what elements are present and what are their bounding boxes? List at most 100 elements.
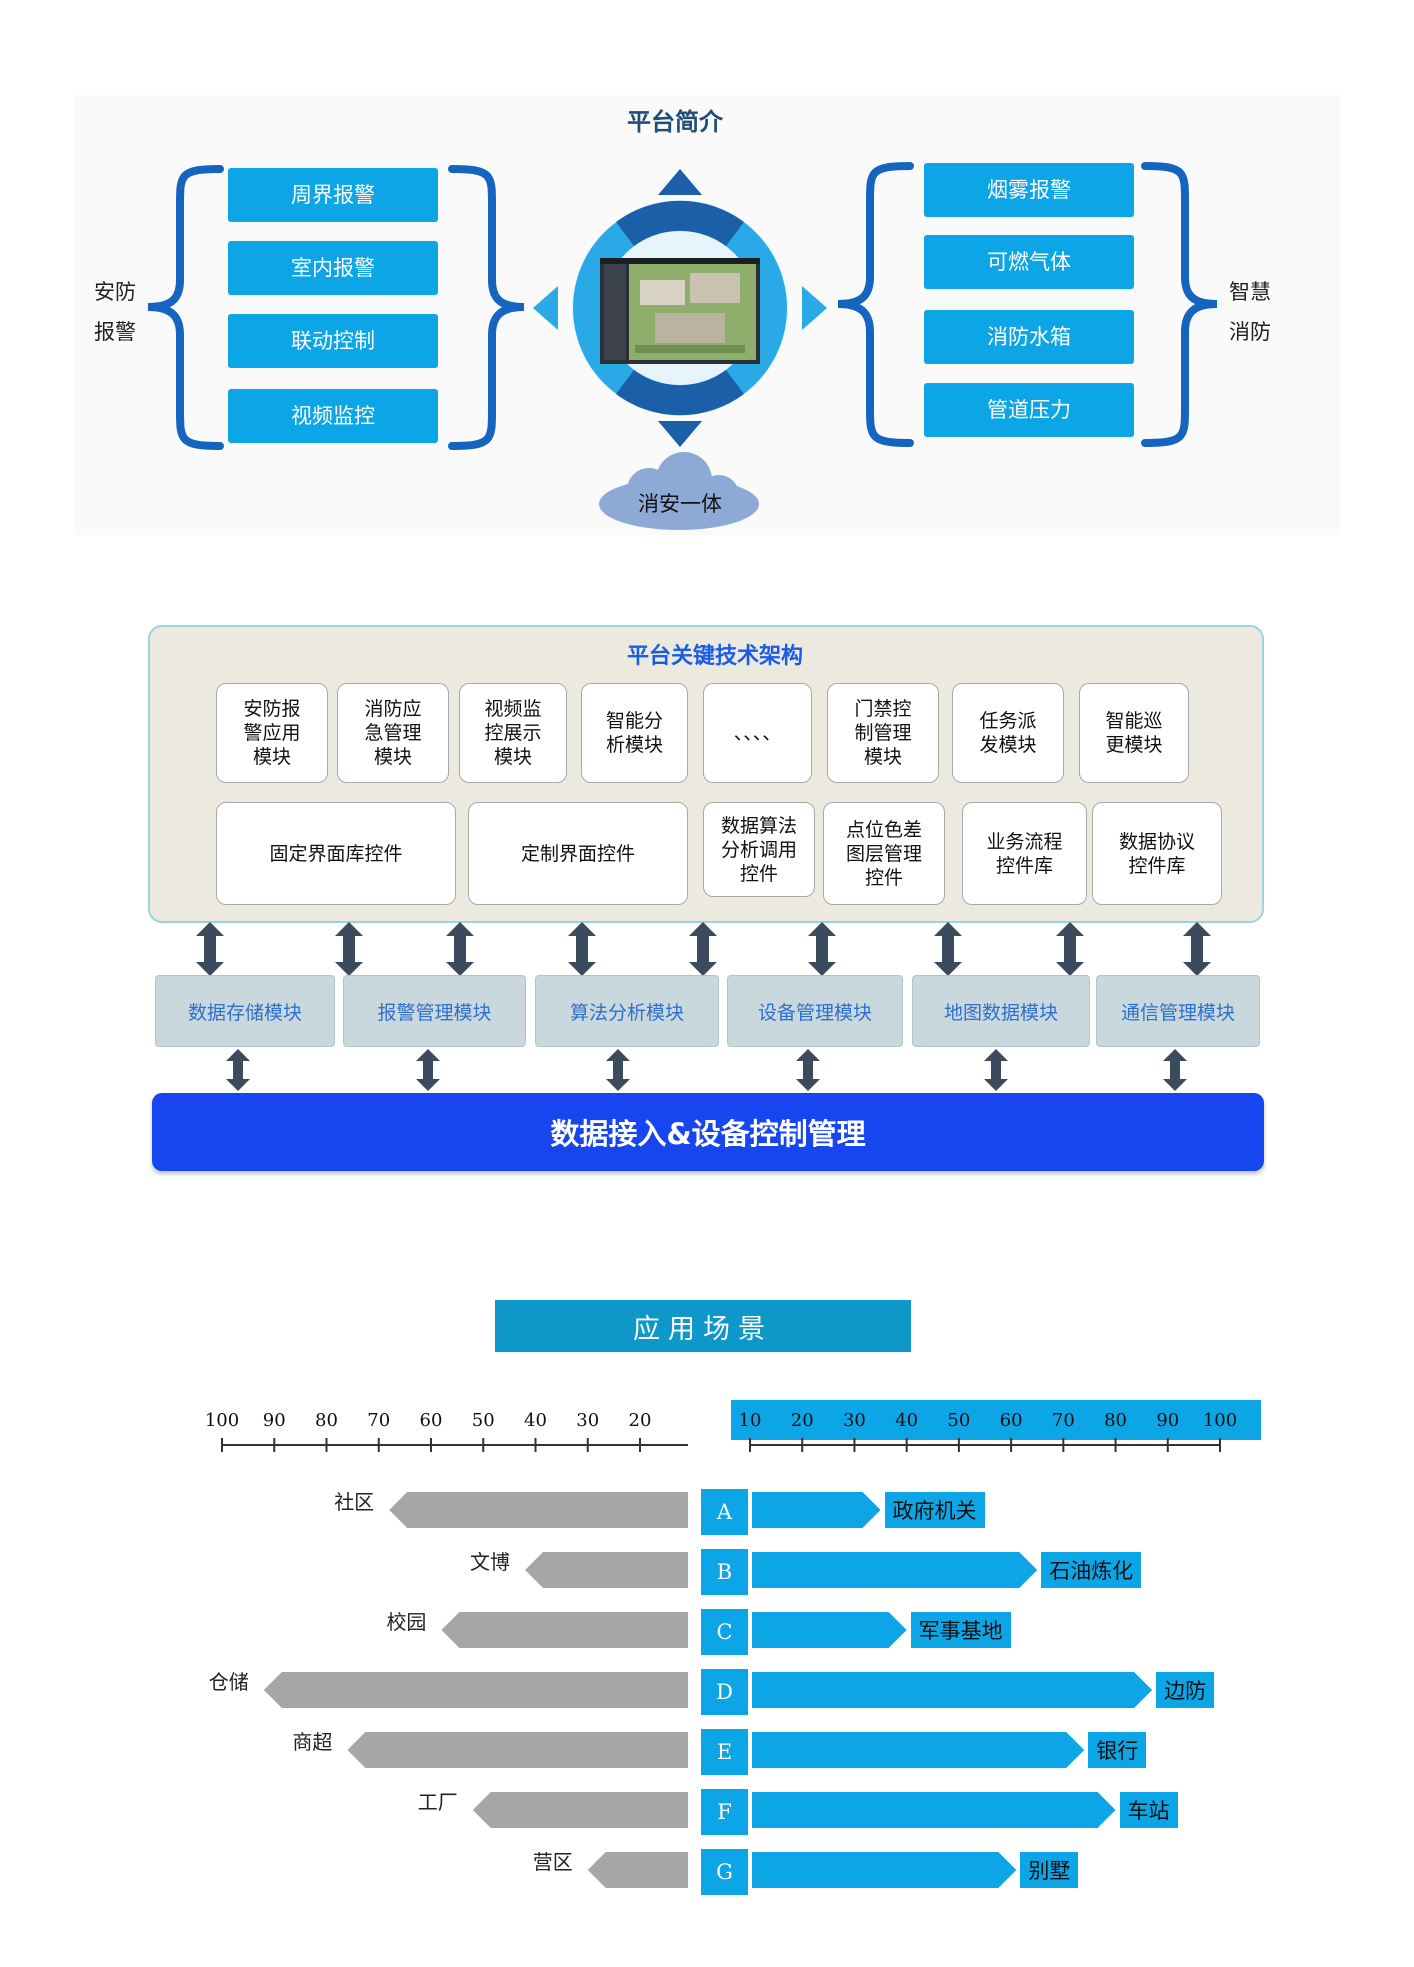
left-category-label: 工厂 xyxy=(417,1790,458,1814)
left-bar xyxy=(525,1552,688,1588)
left-category-label: 校园 xyxy=(386,1610,427,1634)
upper-double-arrows xyxy=(196,922,1211,976)
platform-screenshot-icon xyxy=(600,258,760,364)
cloud-label: 消安一体 xyxy=(638,492,722,516)
left-tick-label: 30 xyxy=(576,1410,600,1431)
right-bar-shape xyxy=(752,1552,1038,1588)
right-tick-label: 60 xyxy=(999,1410,1023,1431)
right-group-label: 智慧 消防 xyxy=(1215,272,1285,352)
central-ring-graphic xyxy=(533,169,827,447)
right-bar-shape xyxy=(752,1492,881,1528)
left-bar xyxy=(263,1672,688,1708)
left-close-brace-icon xyxy=(448,165,525,450)
right-bar xyxy=(752,1552,1038,1588)
right-close-brace-icon xyxy=(1141,162,1218,447)
left-item-perimeter-alarm: 周界报警 xyxy=(228,168,438,222)
left-group-label-line-2: 报警 xyxy=(94,320,136,344)
row-letter-box: G xyxy=(701,1849,748,1895)
module-algorithm-analysis: 算法分析模块 xyxy=(535,975,719,1047)
left-tick-label: 100 xyxy=(204,1410,240,1431)
right-group-label-line-2: 消防 xyxy=(1229,320,1271,344)
module-fire-emergency: 消防应 急管理 模块 xyxy=(337,683,449,783)
left-tick-label: 80 xyxy=(315,1410,338,1431)
right-bar xyxy=(752,1492,881,1528)
row-letter-box: C xyxy=(701,1609,748,1655)
left-tick-label: 40 xyxy=(524,1410,547,1431)
left-bar-shape xyxy=(263,1672,688,1708)
left-group-label: 安防 报警 xyxy=(80,272,150,352)
left-tick-label: 90 xyxy=(262,1410,286,1431)
left-bar xyxy=(347,1732,688,1768)
right-tick-label: 90 xyxy=(1156,1410,1180,1431)
right-category-label: 别墅 xyxy=(1020,1852,1079,1888)
right-tick-label: 10 xyxy=(738,1410,762,1431)
right-tick-label: 50 xyxy=(947,1410,971,1431)
right-tick-label: 40 xyxy=(895,1410,919,1431)
right-bar-shape xyxy=(752,1732,1085,1768)
control-business-process-library: 业务流程 控件库 xyxy=(962,802,1087,905)
left-tick-label: 60 xyxy=(419,1410,443,1431)
left-tick-label: 70 xyxy=(367,1410,391,1431)
module-smart-patrol: 智能巡 更模块 xyxy=(1079,683,1189,783)
left-bar xyxy=(441,1612,688,1648)
right-bar xyxy=(752,1732,1085,1768)
module-task-dispatch: 任务派 发模块 xyxy=(952,683,1064,783)
left-item-linkage-control: 联动控制 xyxy=(228,314,438,368)
right-bar xyxy=(752,1612,907,1648)
left-item-video-monitoring: 视频监控 xyxy=(228,389,438,443)
left-bar xyxy=(389,1492,688,1528)
right-bar-shape xyxy=(752,1672,1153,1708)
right-tick-label: 30 xyxy=(842,1410,866,1431)
lower-double-arrows xyxy=(226,1049,1187,1091)
scenario-banner: 应用场景 xyxy=(495,1300,911,1352)
control-data-protocol-library: 数据协议 控件库 xyxy=(1092,802,1222,905)
right-category-label: 石油炼化 xyxy=(1041,1552,1142,1588)
intro-title: 平台简介 xyxy=(627,108,723,136)
left-bar xyxy=(587,1852,688,1888)
row-letter-box: D xyxy=(701,1669,748,1715)
double-arrow-icon xyxy=(196,922,1211,976)
module-ellipsis: 、、、、 xyxy=(703,683,812,783)
module-alarm-management: 报警管理模块 xyxy=(343,975,526,1047)
right-bar xyxy=(752,1792,1116,1828)
left-bar-shape xyxy=(389,1492,688,1528)
module-data-storage: 数据存储模块 xyxy=(155,975,335,1047)
row-letter-box: F xyxy=(701,1789,748,1835)
right-tick-label: 80 xyxy=(1104,1410,1127,1431)
right-category-label: 银行 xyxy=(1088,1732,1147,1768)
row-letter-box: B xyxy=(701,1549,748,1595)
right-bar-shape xyxy=(752,1612,907,1648)
left-category-label: 文博 xyxy=(470,1550,511,1574)
control-custom-ui: 定制界面控件 xyxy=(468,802,688,905)
left-bar-shape xyxy=(587,1852,688,1888)
right-category-label: 军事基地 xyxy=(910,1612,1011,1648)
row-letter-box: E xyxy=(701,1729,748,1775)
right-bar-shape xyxy=(752,1792,1116,1828)
right-tick-label: 70 xyxy=(1051,1410,1075,1431)
left-bar-shape xyxy=(472,1792,688,1828)
left-bar-shape xyxy=(441,1612,688,1648)
control-data-algorithm: 数据算法 分析调用 控件 xyxy=(703,802,815,897)
module-map-data: 地图数据模块 xyxy=(912,975,1090,1047)
left-category-label: 社区 xyxy=(334,1490,375,1514)
left-category-label: 营区 xyxy=(532,1850,573,1874)
right-axis-band xyxy=(731,1400,1261,1440)
right-category-label: 政府机关 xyxy=(884,1492,985,1528)
right-category-label: 车站 xyxy=(1119,1792,1178,1828)
right-item-combustible-gas: 可燃气体 xyxy=(924,235,1134,289)
right-item-smoke-alarm: 烟雾报警 xyxy=(924,163,1134,217)
module-device-management: 设备管理模块 xyxy=(727,975,903,1047)
control-fixed-ui-library: 固定界面库控件 xyxy=(216,802,456,905)
cloud-icon xyxy=(599,452,759,530)
control-point-layer-management: 点位色差 图层管理 控件 xyxy=(823,802,945,905)
left-open-brace-icon xyxy=(147,165,224,450)
left-bar-shape xyxy=(525,1552,688,1588)
right-bar-shape xyxy=(752,1852,1017,1888)
right-open-brace-icon xyxy=(837,162,914,447)
left-item-indoor-alarm: 室内报警 xyxy=(228,241,438,295)
right-category-label: 边防 xyxy=(1156,1672,1215,1708)
right-bar xyxy=(752,1672,1153,1708)
right-item-fire-water-tank: 消防水箱 xyxy=(924,310,1134,364)
left-tick-label: 50 xyxy=(471,1410,495,1431)
right-group-label-line-1: 智慧 xyxy=(1229,280,1271,304)
